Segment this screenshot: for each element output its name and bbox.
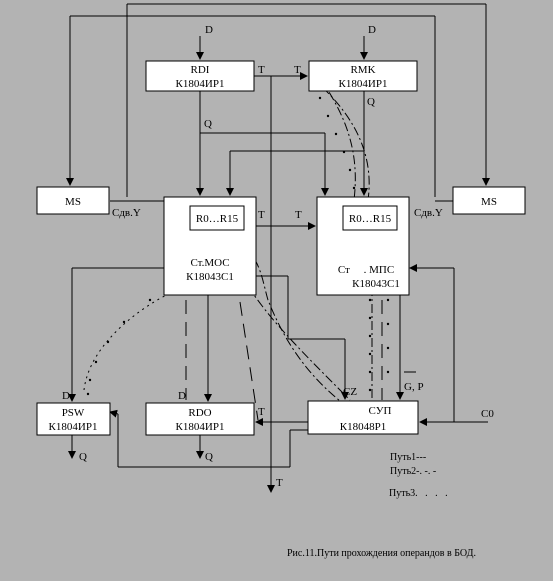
block-sup: СУП К18048Р1 <box>307 400 419 435</box>
label-gp: G, P <box>404 381 424 393</box>
label-t-mos: T <box>258 209 265 221</box>
path1-lines <box>185 300 383 421</box>
label-q-rmk: Q <box>367 96 375 108</box>
label-d-psw: D <box>62 390 70 402</box>
label-d-rdo: D <box>178 390 186 402</box>
mos-chip: К18043С1 <box>186 271 234 283</box>
rdo-chip: К1804ИР1 <box>176 421 225 433</box>
legend-path3: Путь3. . . . <box>389 488 448 499</box>
block-ms-left: MS <box>36 186 110 215</box>
signal-labels: D D T T Q Q Сдв.Y Сдв.Y T T D D Q Q T T … <box>62 24 494 489</box>
rdi-name: RDI <box>191 64 210 76</box>
label-q-rdi: Q <box>204 118 212 130</box>
mps-chip: К18043С1 <box>352 278 400 290</box>
label-t-rdo: T <box>258 406 265 418</box>
rmk-chip: К1804ИР1 <box>339 78 388 90</box>
block-rmk: RMK К1804ИР1 <box>308 60 418 92</box>
psw-name: PSW <box>62 407 85 419</box>
sup-name: СУП <box>369 405 392 417</box>
label-c0: C0 <box>481 408 494 420</box>
block-rdo: RDO К1804ИР1 <box>145 402 255 436</box>
label-cz: CZ <box>343 386 357 398</box>
figure-caption: Рис.11.Пути прохождения операндов в БОД. <box>287 548 476 559</box>
legend-path1: Путь1--- <box>390 452 426 463</box>
ms-right-name: MS <box>481 196 497 208</box>
ms-left-name: MS <box>65 196 81 208</box>
legend-path2: Путь2-. -. - <box>390 466 436 477</box>
rdi-chip: К1804ИР1 <box>176 78 225 90</box>
block-rdi: RDI К1804ИР1 <box>145 60 255 92</box>
label-sdv-left: Сдв.Y <box>112 207 141 219</box>
rmk-name: RMK <box>350 64 375 76</box>
block-psw: PSW К1804ИР1 <box>36 402 111 436</box>
mos-reg: R0…R15 <box>196 213 239 225</box>
label-d-rmk: D <box>368 24 376 36</box>
mps-name: Ст . МПС <box>338 264 394 276</box>
solid-lines <box>66 3 490 493</box>
label-d-rdi: D <box>205 24 213 36</box>
mps-reg: R0…R15 <box>349 213 392 225</box>
label-t-rdi: T <box>258 64 265 76</box>
label-t-bottom: T <box>276 477 283 489</box>
path3-curve <box>83 287 183 391</box>
label-q-rdo: Q <box>205 451 213 463</box>
label-sdv-right: Сдв.Y <box>414 207 443 219</box>
block-ms-right: MS <box>452 186 526 215</box>
block-mos: R0…R15 Ст.МОС К18043С1 <box>163 196 257 296</box>
block-mps: R0…R15 Ст . МПС К18043С1 <box>316 196 410 296</box>
legend: Путь1--- Путь2-. -. - Путь3. . . . <box>389 452 448 499</box>
label-t-mps: T <box>295 209 302 221</box>
psw-chip: К1804ИР1 <box>49 421 98 433</box>
rdo-name: RDO <box>188 407 211 419</box>
sup-chip: К18048Р1 <box>340 421 386 433</box>
label-t-rmk: T <box>294 64 301 76</box>
mos-name: Ст.МОС <box>190 257 229 269</box>
path3-dots <box>86 96 390 396</box>
label-q-psw: Q <box>79 451 87 463</box>
